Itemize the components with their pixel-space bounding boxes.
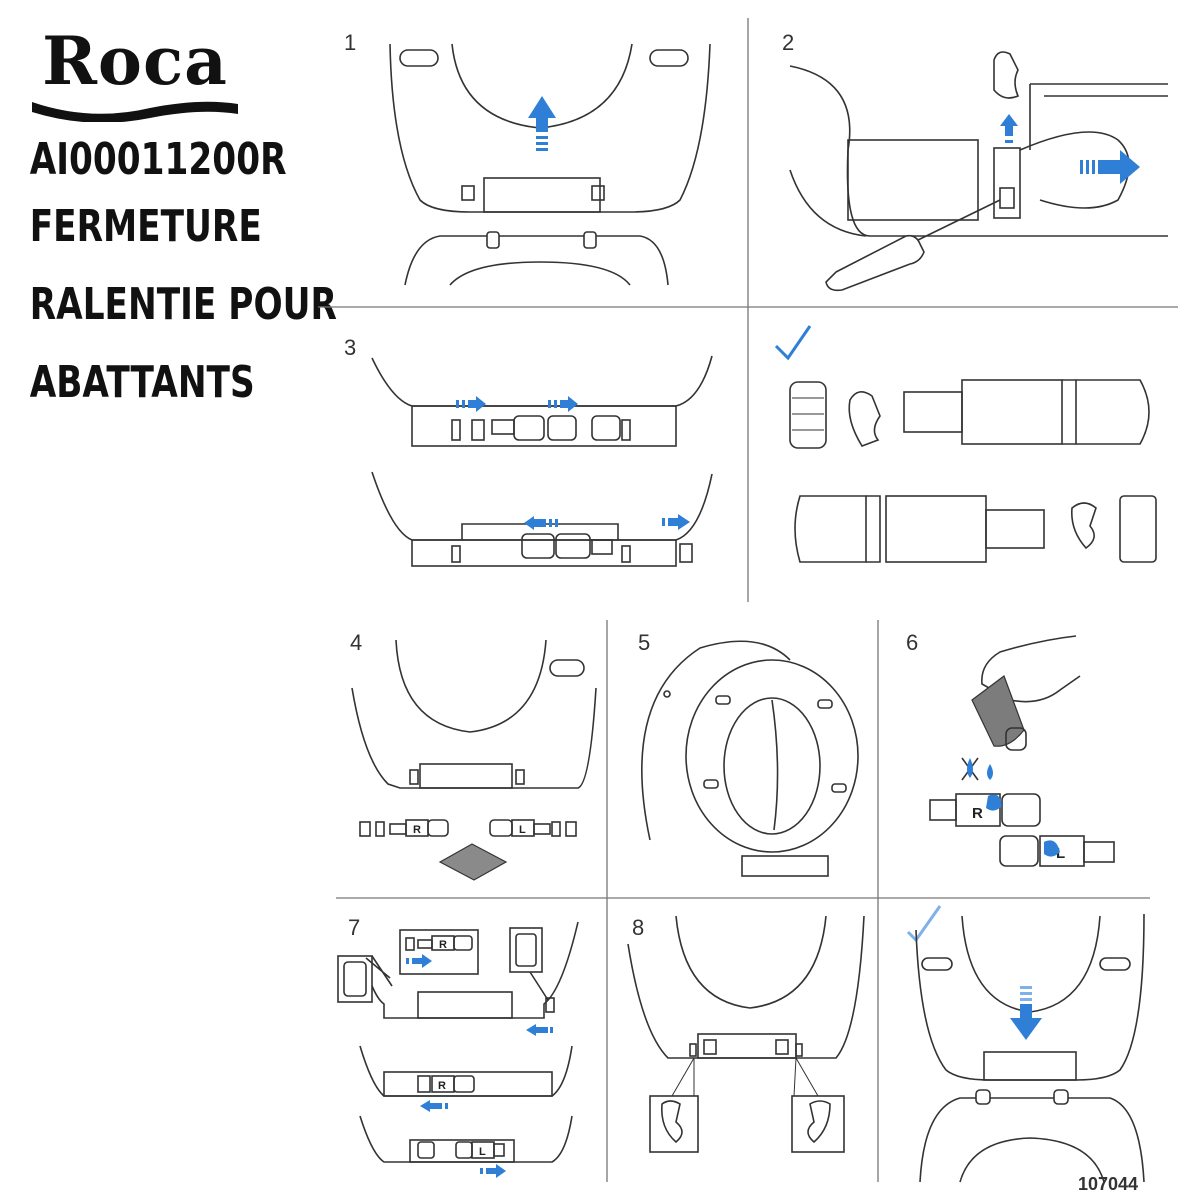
check-parts-illustration [774,325,1157,563]
arrow-right-icon [1080,150,1140,184]
screwdriver-icon [825,199,1001,292]
step-number-8: 8 [632,915,644,940]
document-code: 107044 [1078,1174,1138,1194]
check-icon [774,325,812,361]
step-8-illustration [627,915,865,1153]
logo-swoosh-icon [32,101,238,122]
step-2-illustration [789,51,1168,292]
step-number-6: 6 [906,630,918,655]
part-label-l: L [519,824,526,836]
step-number-5: 5 [638,630,650,655]
part-label-l-step7: L [479,1146,486,1158]
roca-logo: Roca [42,22,228,100]
hand-icon [981,635,1081,703]
step-6-illustration: R L [929,635,1115,867]
step-number-1: 1 [344,30,356,55]
check-icon-final [906,905,942,943]
part-label-l-large: L [1056,845,1065,862]
step-1-illustration [389,43,711,286]
oil-drop-icon [967,758,973,778]
step-number-3: 3 [344,335,356,360]
step-4-illustration: R L [351,639,597,881]
step-7-illustration: R R L [337,921,579,1178]
title-line-1: FERMETURE [29,201,262,252]
step-number-7: 7 [348,915,360,940]
step-5-illustration [641,640,859,877]
step-number-2: 2 [782,30,794,55]
part-label-r: R [413,824,421,836]
panel-grid [318,18,1178,1182]
step-number-4: 4 [350,630,362,655]
part-label-r-step7b: R [438,1080,446,1092]
part-label-r-step7: R [439,939,447,951]
arrow-up-small-icon [1000,114,1018,143]
oil-drop-ok-icon [987,764,993,780]
part-label-r-large: R [972,805,983,822]
grease-sachet-icon [438,843,508,881]
final-check-illustration [906,905,1145,1183]
title-line-3: ABATTANTS [29,357,255,408]
arrow-down-icon [1010,986,1042,1040]
arrow-up-icon [528,96,556,151]
step-3-illustration [371,355,713,567]
